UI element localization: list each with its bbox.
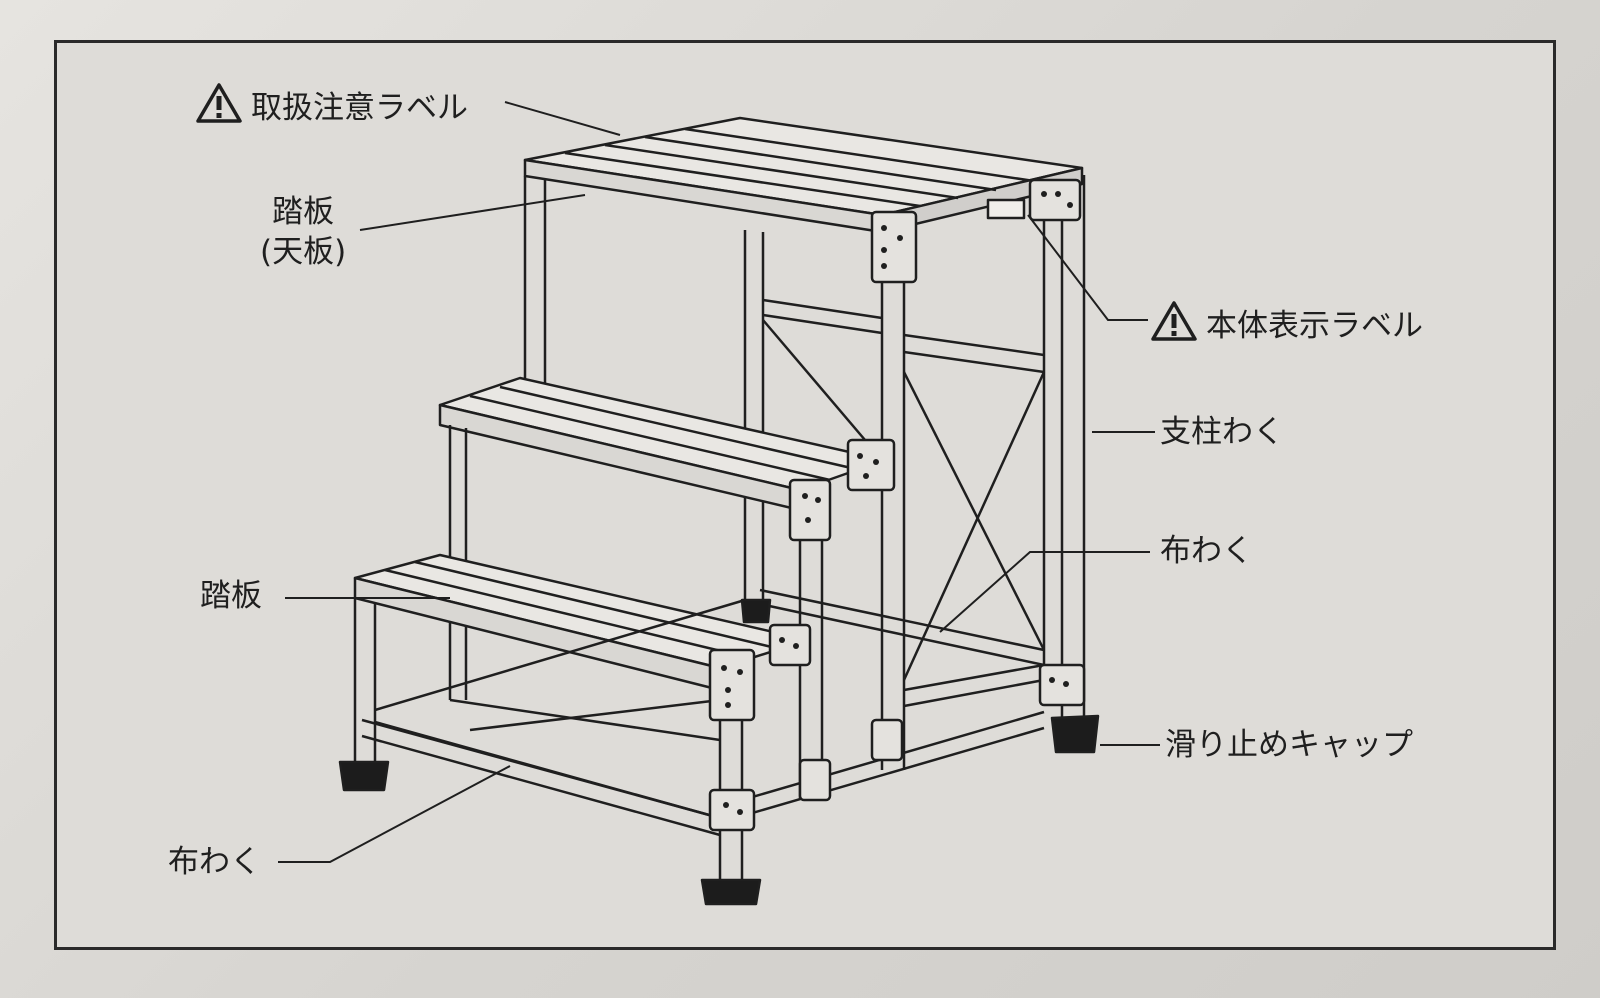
top-tread-label-line1: 踏板 xyxy=(272,194,335,230)
anti-slip-cap-label: 滑り止めキャップ xyxy=(1165,727,1413,763)
top-tread-label: 踏板 (天板) xyxy=(260,192,346,272)
body-label-plate xyxy=(986,198,1026,220)
leader-lines xyxy=(278,101,1160,863)
brace-frame-right-label: 布わく xyxy=(1160,533,1253,569)
gusset-plates xyxy=(708,178,1086,832)
top-tread-board xyxy=(523,116,1084,234)
leader-body-display xyxy=(1027,214,1148,321)
warning-triangle-icon xyxy=(1150,300,1198,350)
bottom-brace-frame xyxy=(361,588,1045,837)
leader-brace-right xyxy=(939,551,1150,633)
body-display-label: 本体表示ラベル xyxy=(1150,300,1423,350)
right-post-frame xyxy=(880,175,1086,770)
tread-label: 踏板 xyxy=(200,578,262,614)
leader-top-tread xyxy=(359,194,586,231)
post-frame-label: 支柱わく xyxy=(1160,414,1284,450)
brace-frame-left-label: 布わく xyxy=(168,844,261,880)
warning-triangle-icon xyxy=(195,82,243,132)
anti-slip-caps xyxy=(338,598,1100,906)
leader-handling-caution xyxy=(504,101,621,136)
leader-brace-left xyxy=(278,765,511,863)
handling-caution-label: 取扱注意ラベル xyxy=(195,82,468,132)
top-tread-label-line2: (天板) xyxy=(260,234,347,270)
back-left-post xyxy=(523,176,765,620)
